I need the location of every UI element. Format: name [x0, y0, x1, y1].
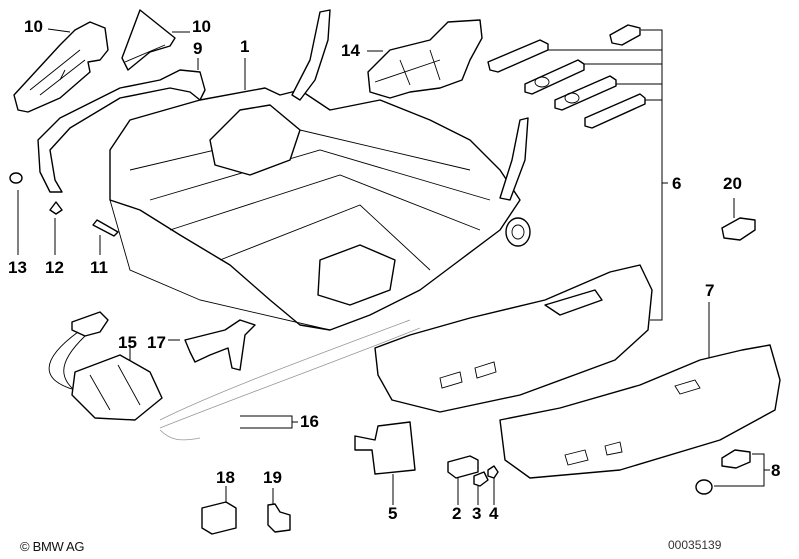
callout-19: 19: [263, 468, 282, 487]
leader-10a: [47, 28, 71, 33]
callout-7: 7: [705, 281, 715, 300]
callout-14: 14: [341, 41, 360, 60]
part-3-switch-knob[interactable]: [473, 471, 489, 505]
part-9-trim-strip[interactable]: [37, 69, 206, 193]
callout-9: 9: [193, 39, 203, 58]
callout-8: 8: [771, 461, 781, 480]
callout-13: 13: [8, 258, 27, 277]
callout-1: 1: [240, 37, 250, 56]
part-16-flexible-shaft[interactable]: [159, 319, 421, 441]
callout-2: 2: [452, 504, 462, 523]
part-20-cover-cap[interactable]: [721, 198, 756, 241]
callout-4: 4: [489, 504, 499, 523]
part-14-adjustment-gear[interactable]: [367, 19, 483, 99]
part-7-outer-side-trim-panel[interactable]: [499, 302, 781, 479]
copyright-text: © BMW AG: [20, 539, 85, 554]
callout-6: 6: [672, 174, 682, 193]
callout-5: 5: [388, 504, 398, 523]
part-2-switch-block[interactable]: [447, 455, 479, 505]
part-19-connector-clip[interactable]: [267, 488, 291, 533]
callout-15: 15: [118, 333, 137, 352]
callout-16: 16: [300, 412, 319, 431]
callout-11: 11: [90, 258, 108, 277]
callout-3: 3: [472, 504, 482, 523]
part-18-clip[interactable]: [201, 486, 237, 535]
part-13-spacer-bolt[interactable]: [9, 172, 23, 255]
part-8-trim-caps[interactable]: [695, 449, 770, 495]
part-10-hinge-cover-left[interactable]: [13, 21, 109, 113]
part-11-bolt[interactable]: [92, 219, 119, 255]
part-1-seat-frame[interactable]: [109, 9, 531, 331]
part-15-drive-motor[interactable]: [48, 311, 163, 421]
callout-10-right: 10: [192, 17, 211, 36]
callout-20: 20: [723, 174, 742, 193]
callout-17: 17: [147, 333, 166, 352]
part-4-switch-knob-small[interactable]: [487, 465, 499, 505]
callout-10-left: 10: [24, 17, 43, 36]
diagram-number: 00035139: [668, 538, 722, 552]
part-10-hinge-cover-top[interactable]: [121, 9, 176, 71]
part-5-mounting-bracket[interactable]: [354, 421, 416, 505]
callout-18: 18: [216, 468, 235, 487]
part-12-expanding-rivet[interactable]: [49, 201, 63, 255]
part-6-switch-covers[interactable]: [487, 24, 668, 321]
part-17-holder-plate[interactable]: [168, 319, 256, 371]
inner-side-trim-panel[interactable]: [374, 264, 653, 413]
callout-12: 12: [45, 258, 64, 277]
